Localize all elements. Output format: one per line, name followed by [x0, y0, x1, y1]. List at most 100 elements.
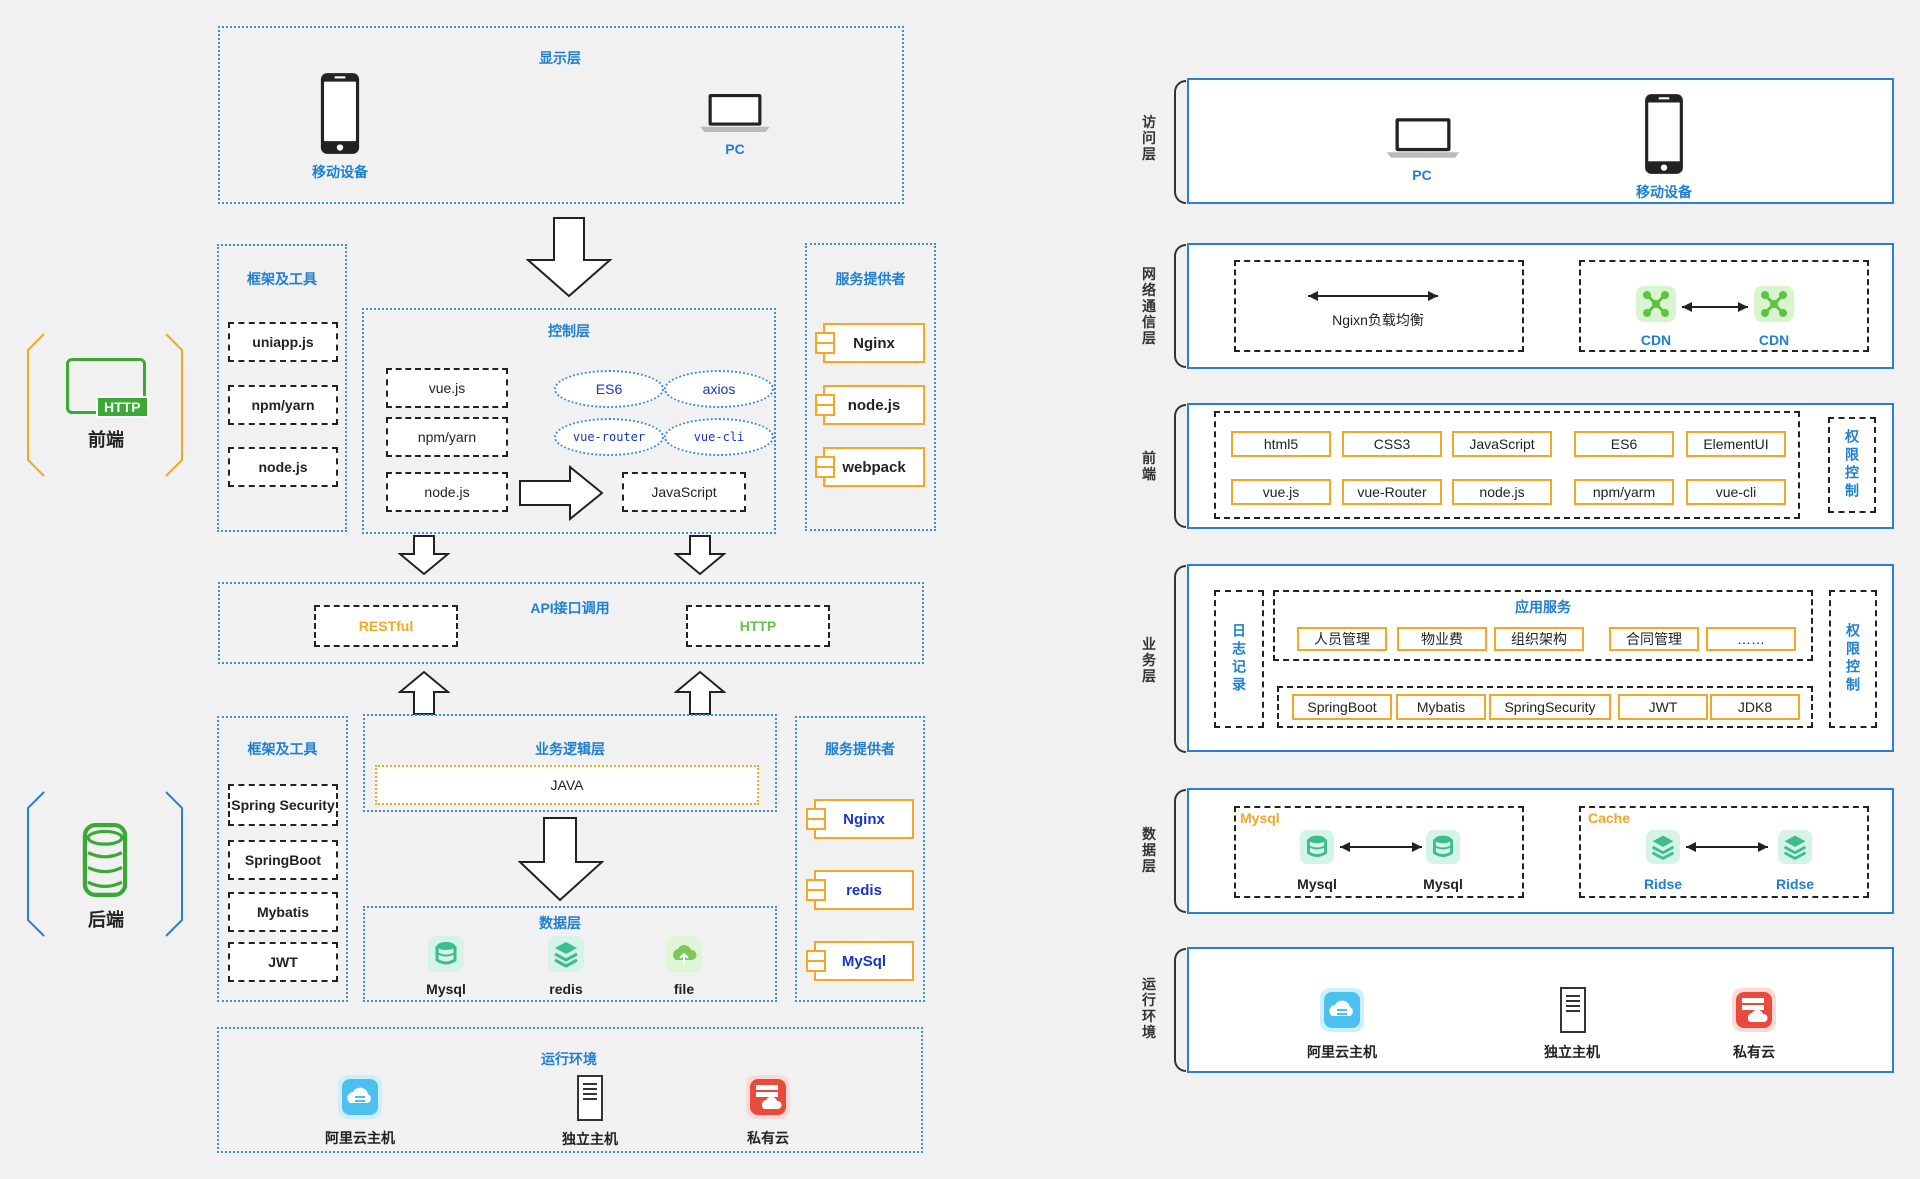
be-tools-title: 框架及工具 [247, 741, 318, 757]
be-tool-jwt: JWT [228, 942, 338, 982]
biz-tech-4: JDK8 [1710, 694, 1800, 720]
biz-layer [1187, 564, 1894, 752]
app-service-title: 应用服务 [1515, 599, 1571, 615]
biz-layer-label: 业务层 [1142, 636, 1156, 684]
be-providers-title: 服务提供者 [825, 741, 895, 757]
backend-bracket [26, 790, 184, 938]
access-pc-label: PC [1412, 167, 1432, 183]
data-redis-label: redis [549, 981, 583, 997]
api-layer-title: API接口调用 [530, 600, 610, 616]
mysql-cluster-title: Mysql [1240, 810, 1280, 826]
fe-tools-title: 框架及工具 [247, 271, 317, 287]
file-cloud-icon [664, 934, 704, 974]
fe-row2-2: node.js [1452, 479, 1552, 505]
control-item-npm: npm/yarn [386, 417, 508, 457]
access-phone-icon [1640, 92, 1688, 176]
mysql-cluster-box [1234, 806, 1524, 898]
fe-tools-panel [217, 244, 347, 532]
fe-row2-3: npm/yarm [1574, 479, 1674, 505]
oval-axios: axios [664, 370, 774, 408]
biz-brace [1174, 565, 1186, 753]
control-layer-title: 控制层 [548, 323, 590, 339]
fe-row1-0: html5 [1231, 431, 1331, 457]
biz-tech-box [1277, 686, 1813, 728]
app-item-3: 合同管理 [1609, 627, 1699, 651]
right-arrow-icon [519, 465, 604, 521]
logic-layer [363, 714, 777, 812]
r-private-cloud-icon [1730, 986, 1778, 1034]
be-tool-mybatis: Mybatis [228, 892, 338, 932]
fe-permission-box: 权限控制 [1828, 417, 1876, 513]
runtime-aliyun-label: 阿里云主机 [325, 1130, 395, 1146]
r-server-icon [1558, 986, 1588, 1034]
network-layer-label: 网络通信层 [1142, 266, 1156, 346]
fe-provider-webpack: webpack [815, 447, 925, 487]
app-item-1: 物业费 [1397, 627, 1487, 651]
fe-row1-2: JavaScript [1452, 431, 1552, 457]
logic-layer-title: 业务逻辑层 [535, 741, 605, 757]
fe-tool-npm: npm/yarn [228, 385, 338, 425]
runtime-title: 运行环境 [541, 1051, 597, 1067]
network-brace [1174, 244, 1186, 368]
cdn-icon-1 [1634, 284, 1678, 324]
redis-icon [546, 934, 586, 974]
fe-brace [1174, 404, 1186, 528]
biz-permission-box: 权限控制 [1829, 590, 1877, 728]
r-runtime-server-label: 独立主机 [1544, 1044, 1600, 1060]
ridse-label-1: Ridse [1643, 876, 1683, 892]
control-layer [362, 308, 776, 534]
frontend-label: 前端 [88, 430, 124, 450]
runtime-server-label: 独立主机 [562, 1131, 618, 1147]
http-browser-icon: HTTP [66, 358, 150, 418]
access-brace [1174, 80, 1186, 204]
http-badge: HTTP [96, 396, 149, 418]
oval-vue-cli: vue-cli [664, 418, 774, 456]
fe-provider-node: node.js [815, 385, 925, 425]
fe-tech-box [1214, 411, 1800, 519]
data-layer [363, 906, 777, 1002]
api-http: HTTP [686, 605, 830, 647]
frontend-bracket [26, 332, 184, 478]
be-provider-mysql: MySql [806, 941, 914, 981]
server-icon [575, 1074, 605, 1122]
fe-row1-1: CSS3 [1342, 431, 1442, 457]
be-tools-panel [217, 716, 348, 1002]
database-server-icon [78, 823, 132, 897]
biz-tech-0: SpringBoot [1292, 694, 1392, 720]
cdn-label-1: CDN [1640, 332, 1672, 348]
mysql-db-icon-2 [1424, 828, 1462, 866]
app-service-box [1273, 590, 1813, 661]
access-laptop-icon [1384, 116, 1462, 160]
biz-tech-1: Mybatis [1396, 694, 1486, 720]
biz-tech-3: JWT [1618, 694, 1708, 720]
data-layer-label-r: 数据层 [1142, 826, 1156, 874]
ridse-icon-2 [1776, 828, 1814, 866]
access-layer [1187, 78, 1894, 204]
control-item-vue: vue.js [386, 368, 508, 408]
display-layer [218, 26, 904, 204]
fe-row2-4: vue-cli [1686, 479, 1786, 505]
runtime-layer-label-r: 运行环境 [1142, 976, 1156, 1040]
access-layer-label: 访问层 [1142, 114, 1156, 162]
fe-row2-0: vue.js [1231, 479, 1331, 505]
api-layer [218, 582, 924, 664]
double-arrow-icon [1308, 291, 1438, 301]
data-brace [1174, 789, 1186, 913]
fe-row2-1: vue-Router [1342, 479, 1442, 505]
r-runtime-private-label: 私有云 [1733, 1044, 1775, 1060]
be-provider-redis: redis [806, 870, 914, 910]
log-record-box: 日志记录 [1214, 590, 1264, 728]
ridse-label-2: Ridse [1775, 876, 1815, 892]
mysql-label-1: Mysql [1297, 876, 1337, 892]
fe-tool-uniapp: uniapp.js [228, 322, 338, 362]
nginx-lb-box [1234, 260, 1524, 352]
oval-vue-router: vue-router [554, 418, 664, 456]
r-runtime-aliyun-label: 阿里云主机 [1307, 1044, 1377, 1060]
data-mysql-label: Mysql [426, 981, 466, 997]
r-aliyun-cloud-icon [1318, 986, 1366, 1034]
display-mobile-label: 移动设备 [312, 164, 368, 180]
data-file-label: file [673, 981, 695, 997]
cache-cluster-box [1579, 806, 1869, 898]
fe-layer [1187, 403, 1894, 529]
fe-layer-label: 前端 [1142, 450, 1156, 482]
